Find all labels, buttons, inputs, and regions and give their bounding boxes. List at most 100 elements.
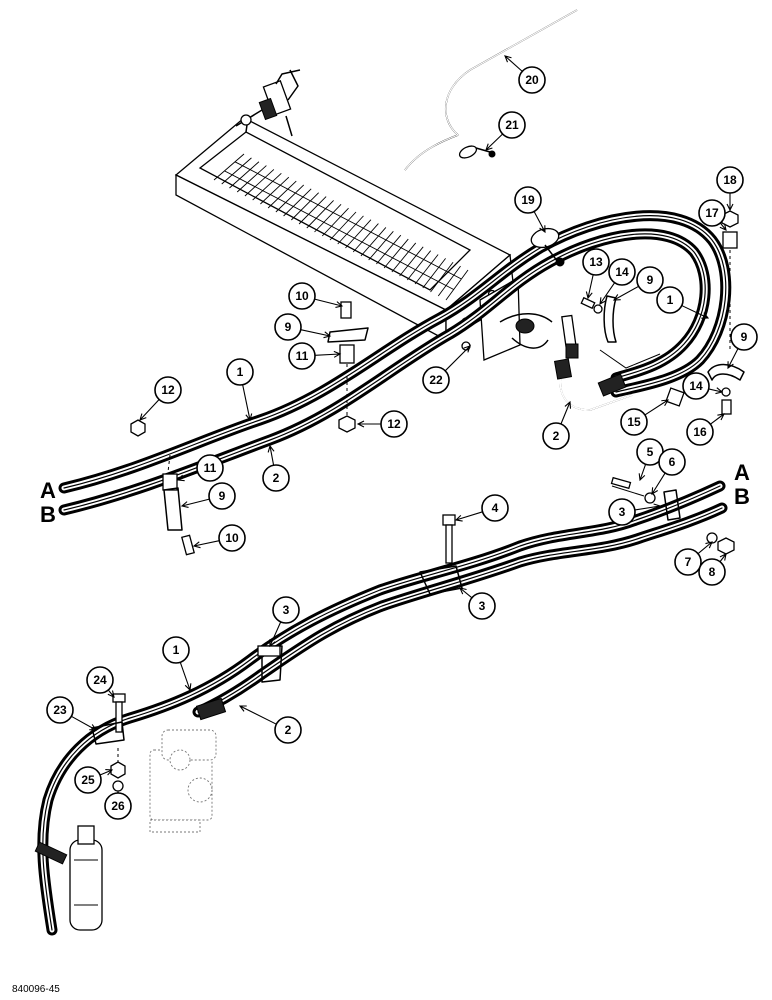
bolt-10-upper — [340, 301, 352, 319]
callout-4: 4 — [454, 494, 509, 522]
callout-3-center: 3 — [459, 587, 496, 620]
hose-coupling — [597, 373, 627, 397]
svg-text:2: 2 — [553, 429, 560, 443]
grille-fin — [298, 196, 327, 225]
grille-fin — [306, 200, 334, 229]
hardware — [91, 210, 745, 792]
callout-18: 18 — [716, 166, 744, 212]
hose-end-label-b-left: B — [40, 502, 56, 527]
svg-text:5: 5 — [647, 445, 654, 459]
callout-16: 16 — [686, 413, 725, 446]
callout-9-upper-left: 9 — [274, 313, 332, 341]
callout-23: 23 — [46, 696, 98, 731]
svg-text:11: 11 — [296, 349, 309, 363]
svg-text:1: 1 — [173, 643, 180, 657]
svg-text:1: 1 — [237, 365, 244, 379]
grille-fin — [437, 265, 461, 297]
callout-21: 21 — [485, 111, 526, 151]
callout-12-center: 12 — [356, 410, 408, 438]
hose-1-upper — [63, 215, 727, 489]
svg-text:26: 26 — [111, 799, 125, 813]
callout-14-upper: 14 — [599, 258, 636, 306]
grille-bar — [224, 170, 454, 290]
svg-text:9: 9 — [219, 489, 226, 503]
svg-text:19: 19 — [521, 193, 535, 207]
callout-13: 13 — [582, 248, 610, 300]
svg-text:17: 17 — [705, 206, 719, 220]
callout-9-right: 9 — [727, 323, 758, 370]
grille-fin — [445, 269, 469, 301]
callout-3-right: 3 — [608, 498, 662, 526]
svg-text:9: 9 — [647, 273, 654, 287]
callout-9-lower: 9 — [180, 482, 236, 510]
grille-fin — [314, 203, 342, 233]
hose-coupling-lower — [195, 697, 227, 721]
callout-17: 17 — [698, 199, 727, 231]
svg-text:10: 10 — [225, 531, 239, 545]
grille-fin — [283, 188, 312, 217]
grille-fin — [267, 180, 297, 209]
svg-text:2: 2 — [273, 471, 280, 485]
callout-25: 25 — [74, 766, 114, 794]
svg-text:12: 12 — [161, 383, 175, 397]
grille-fin — [345, 219, 372, 249]
hose-1-lower — [37, 480, 726, 936]
control-valve-assembly — [235, 69, 301, 137]
callout-1-right: 1 — [656, 286, 710, 319]
callout-2-left: 2 — [262, 444, 290, 492]
grille-fin — [430, 261, 454, 293]
callout-20: 20 — [504, 55, 546, 94]
grille-fin — [368, 231, 394, 261]
svg-text:22: 22 — [429, 373, 443, 387]
callout-9-upper-right: 9 — [612, 266, 664, 301]
callout-11-upper: 11 — [288, 342, 342, 370]
callout-1-lower: 1 — [162, 636, 192, 692]
callout-19: 19 — [514, 186, 546, 234]
grille-fin — [337, 215, 364, 245]
heater-unit — [174, 117, 553, 361]
svg-text:7: 7 — [685, 555, 692, 569]
grille-fin — [391, 242, 417, 273]
callout-1-left: 1 — [226, 358, 254, 422]
grille-fin — [352, 223, 379, 253]
hose-group — [37, 210, 732, 936]
svg-text:9: 9 — [741, 330, 748, 344]
grille-fin — [376, 234, 402, 265]
cable-clamp — [458, 145, 478, 159]
svg-text:8: 8 — [709, 565, 716, 579]
control-cable — [404, 9, 578, 171]
svg-text:13: 13 — [589, 255, 603, 269]
callout-24: 24 — [86, 666, 115, 698]
callout-3-left: 3 — [269, 596, 300, 648]
heater-grille — [213, 153, 469, 301]
valve-fitting — [515, 318, 535, 334]
grille-fin — [329, 211, 357, 241]
figure-code: 840096-45 — [12, 984, 60, 995]
grille-fin — [213, 153, 245, 181]
svg-text:14: 14 — [615, 265, 629, 279]
svg-text:20: 20 — [525, 73, 539, 87]
svg-text:1: 1 — [667, 293, 674, 307]
grille-fin — [236, 165, 267, 193]
hose-2-upper — [63, 233, 706, 511]
hose-end-label-a-left: A — [40, 478, 56, 503]
grille-fin — [291, 192, 319, 221]
callout-2-right: 2 — [542, 400, 572, 450]
grille-fin — [260, 176, 290, 205]
svg-text:18: 18 — [723, 173, 737, 187]
hose-1-lower — [42, 485, 721, 931]
hose-end-label-b-right: B — [734, 484, 750, 509]
grille-fin — [229, 161, 260, 189]
callout-15: 15 — [620, 399, 670, 436]
svg-text:3: 3 — [619, 505, 626, 519]
callout-6: 6 — [651, 448, 686, 496]
callout-11-lower: 11 — [176, 454, 224, 482]
callout-8: 8 — [698, 553, 727, 586]
svg-text:11: 11 — [204, 461, 217, 475]
elbow-fitting — [553, 358, 573, 380]
svg-text:2: 2 — [285, 723, 292, 737]
svg-text:3: 3 — [479, 599, 486, 613]
callout-group: 20 21 18 17 19 13 14 9 10 9 1 9 11 22 1 … — [46, 55, 758, 820]
svg-text:21: 21 — [505, 118, 519, 132]
compressor-outline — [149, 729, 217, 833]
